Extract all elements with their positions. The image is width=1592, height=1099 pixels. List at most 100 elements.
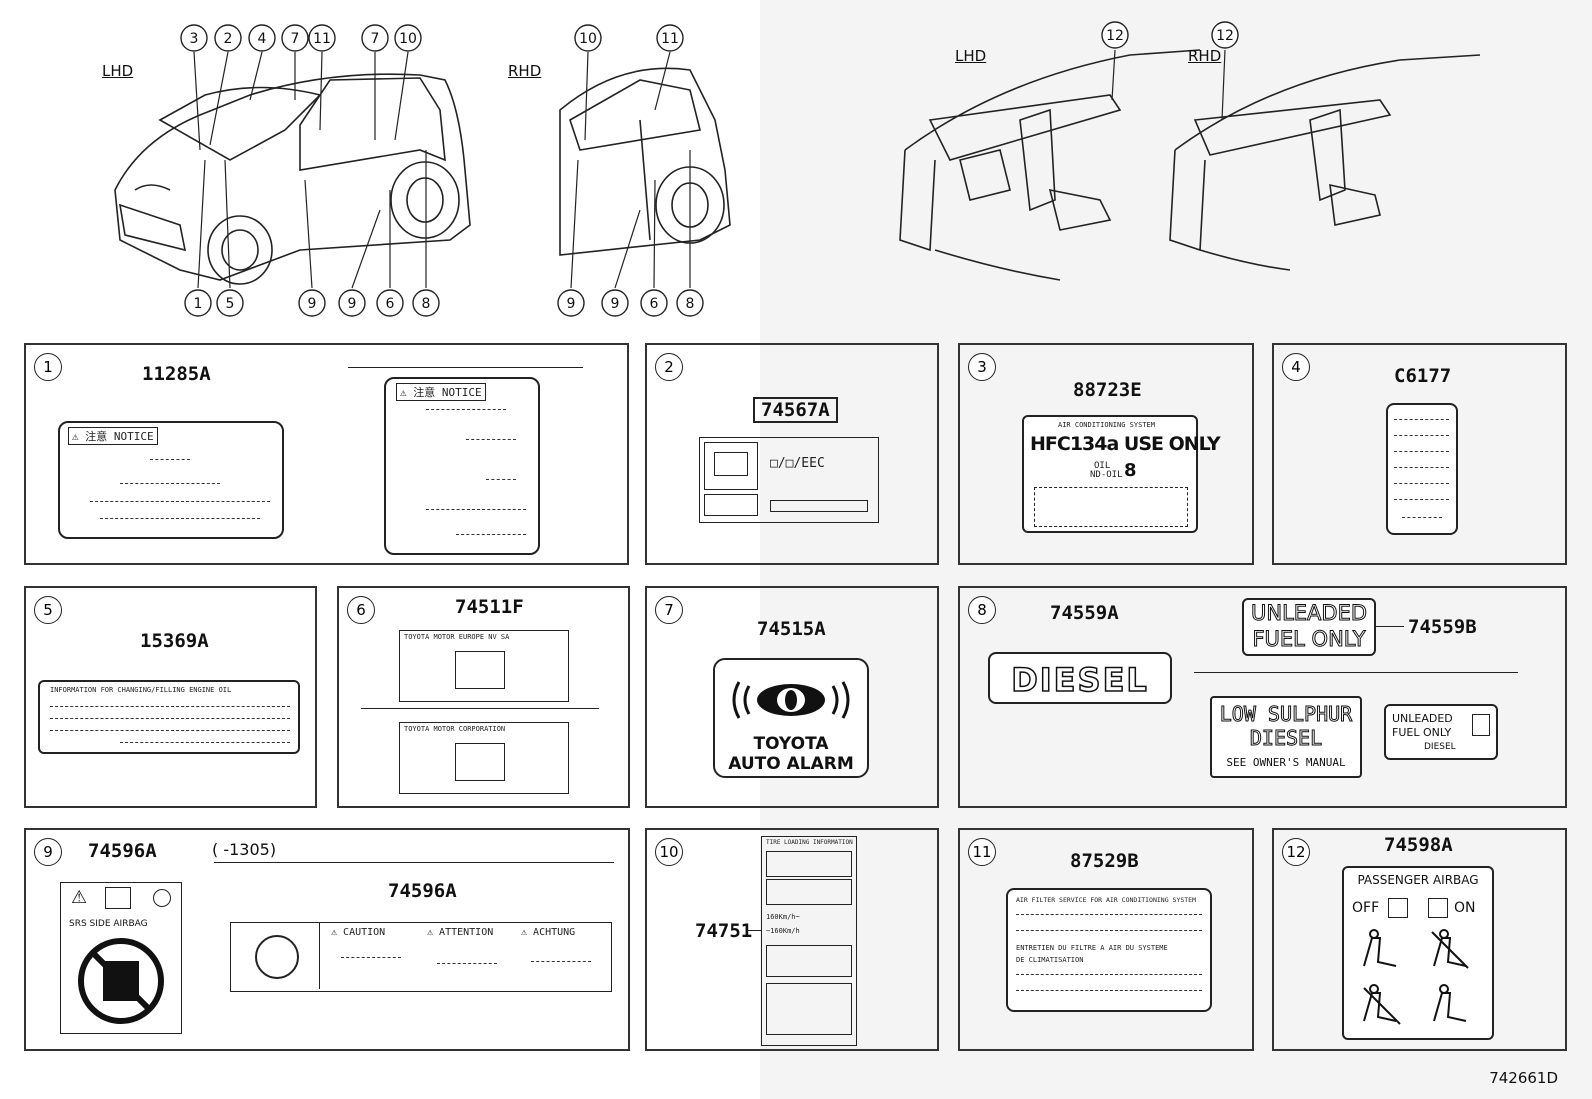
airbag-off-icon (1388, 898, 1408, 918)
spec-label (1386, 403, 1458, 535)
ac-filter-text-1: AIR FILTER SERVICE FOR AIR CONDITIONING … (1016, 896, 1197, 904)
rhd-label: RHD (508, 62, 542, 80)
vin-label-2: TOYOTA MOTOR CORPORATION (399, 722, 569, 794)
callout-label: 10 (579, 31, 597, 47)
notice-heading: ⚠ 注意 NOTICE (68, 427, 158, 445)
oil-type-text: ND-OIL (1090, 470, 1123, 480)
part-number: 74567A (753, 397, 838, 423)
panel-9: 9 74596A ( -1305) 74596A ⚠ SRS SIDE AIRB… (24, 828, 630, 1051)
callout-label: 3 (190, 31, 199, 47)
callout-label: 1 (194, 296, 203, 312)
callout-label: 9 (348, 296, 357, 312)
refrigerant-text: HFC134a USE ONLY (1030, 433, 1221, 455)
callout-label: 9 (611, 296, 620, 312)
ac-label: AIR CONDITIONING SYSTEM HFC134a USE ONLY… (1022, 415, 1221, 533)
manual-icon (1472, 714, 1490, 736)
low-sulphur-label: LOW SULPHUR DIESEL SEE OWNER'S MANUAL (1210, 696, 1362, 778)
panel-12: 12 74598A PASSENGER AIRBAG OFF ON (1272, 828, 1567, 1051)
achtung-text: ⚠ ACHTUNG (521, 927, 576, 938)
panel-number: 6 (347, 596, 375, 624)
panel-number: 5 (34, 596, 62, 624)
tire-label: TIRE LOADING INFORMATION 160Km/h~ ~160Km… (761, 836, 857, 1046)
vehicle-location-illustrations: 3 2 4 7 11 7 10 10 11 12 12 1 5 9 9 6 8 … (114, 21, 1481, 317)
diagram-code: 742661D (1489, 1069, 1558, 1087)
callout-label: 11 (661, 31, 679, 47)
low-sulphur-text-1: LOW SULPHUR (1219, 702, 1353, 727)
callout-label: 8 (686, 296, 695, 312)
attention-text: ⚠ ATTENTION (427, 927, 494, 938)
caution-strip: ⚠ CAUTION ⚠ ATTENTION ⚠ ACHTUNG (230, 922, 612, 992)
part-number: 15369A (140, 630, 209, 652)
oil-number: 8 (1124, 460, 1137, 481)
panel-number: 10 (655, 838, 683, 866)
panel-number: 4 (1282, 353, 1310, 381)
seat-icons (1363, 929, 1469, 1025)
vin-header: TOYOTA MOTOR CORPORATION (404, 725, 506, 733)
panel-11: 11 87529B AIR FILTER SERVICE FOR AIR CON… (958, 828, 1254, 1051)
oil-text: OIL (1094, 461, 1111, 471)
callout-label: 9 (308, 296, 317, 312)
panel-number: 2 (655, 353, 683, 381)
panel-number: 1 (34, 353, 62, 381)
callout-label: 9 (567, 296, 576, 312)
part-number: 11285A (142, 363, 211, 385)
low-sulphur-text-2: DIESEL (1249, 726, 1323, 751)
alarm-icon (732, 681, 850, 719)
callout-label: 12 (1216, 28, 1234, 44)
part-number: 88723E (1073, 379, 1142, 401)
oil-info-header: INFORMATION FOR CHANGING/FILLING ENGINE … (50, 686, 232, 694)
oil-info-label: INFORMATION FOR CHANGING/FILLING ENGINE … (38, 680, 300, 754)
ac-filter-label: AIR FILTER SERVICE FOR AIR CONDITIONING … (1006, 888, 1212, 1012)
panel-number: 8 (968, 596, 996, 624)
ac-header: AIR CONDITIONING SYSTEM (1058, 421, 1155, 429)
eec-label: □/□/EEC (699, 437, 879, 523)
callout-label: 5 (226, 296, 235, 312)
part-number: 74559B (1408, 616, 1477, 638)
speed-text-1: 160Km/h~ (766, 913, 800, 921)
date-range: ( -1305) (212, 840, 277, 859)
ac-filter-text-3: DE CLIMATISATION (1016, 956, 1084, 964)
unleaded-text-1: UNLEADED (1250, 601, 1368, 626)
panel-4: 4 C6177 (1272, 343, 1567, 565)
rhd-label: RHD (1188, 47, 1222, 65)
callout-label: 7 (371, 31, 380, 47)
panel-number: 11 (968, 838, 996, 866)
part-number: 74559A (1050, 602, 1119, 624)
fuel-door-text-1: UNLEADED (1392, 712, 1453, 725)
part-number: C6177 (1394, 365, 1452, 387)
airbag-on-icon (1428, 898, 1448, 918)
diesel-label: DIESEL (988, 652, 1172, 704)
part-number: 74511F (455, 596, 524, 618)
part-number: 74515A (757, 618, 826, 640)
fuel-door-label: UNLEADED FUEL ONLY DIESEL (1384, 704, 1498, 760)
part-number: 74751 (695, 920, 753, 942)
callout-label: 6 (650, 296, 659, 312)
panel-1: 1 11285A ⚠ 注意 NOTICE ⚠ 注意 NOTICE (24, 343, 629, 565)
part-number: 74598A (1384, 834, 1453, 856)
fuel-door-text-3: DIESEL (1424, 742, 1456, 752)
panel-2: 2 74567A □/□/EEC (645, 343, 939, 565)
callout-label: 10 (399, 31, 417, 47)
manual-icon (105, 887, 131, 909)
callout-label: 12 (1106, 28, 1124, 44)
callout-label: 11 (313, 31, 331, 47)
callout-label: 8 (422, 296, 431, 312)
on-text: ON (1454, 900, 1476, 916)
panel-number: 9 (34, 838, 62, 866)
low-sulphur-text-3: SEE OWNER'S MANUAL (1226, 756, 1346, 769)
part-number: 74596A (388, 880, 457, 902)
warning-icon: ⚠ (71, 887, 88, 908)
alarm-text-2: AUTO ALARM (728, 754, 854, 774)
ac-filter-text-2: ENTRETIEN DU FILTRE A AIR DU SYSTEME (1016, 944, 1168, 952)
callout-label: 2 (224, 31, 233, 47)
panel-3: 3 88723E AIR CONDITIONING SYSTEM HFC134a… (958, 343, 1254, 565)
srs-text: SRS SIDE AIRBAG (69, 919, 148, 929)
lhd-label: LHD (955, 47, 987, 65)
unleaded-text-2: FUEL ONLY (1252, 627, 1366, 652)
panel-number: 12 (1282, 838, 1310, 866)
eec-text: □/□/EEC (770, 456, 825, 471)
fuel-door-text-2: FUEL ONLY (1392, 726, 1452, 739)
lhd-label: LHD (102, 62, 134, 80)
vin-header: TOYOTA MOTOR EUROPE NV SA (404, 633, 510, 641)
panel-number: 7 (655, 596, 683, 624)
